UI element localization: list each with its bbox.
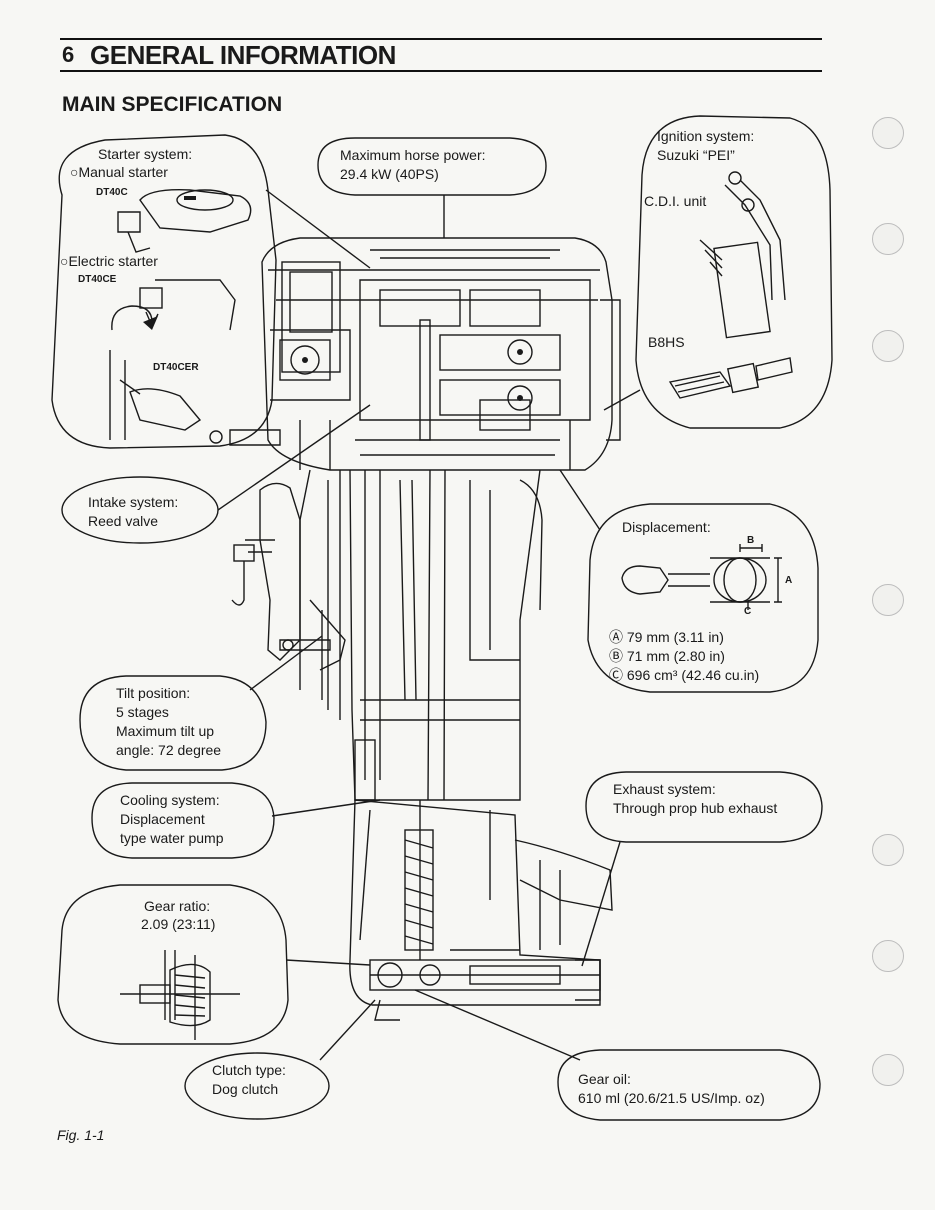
ignition-heading: Ignition system: [657, 128, 755, 144]
leader-line [581, 841, 621, 967]
leader-line [265, 189, 371, 269]
ignition-value: Suzuki “PEI” [657, 147, 735, 163]
callout-bubble-tilt [79, 675, 267, 771]
callout-bubble-starter [51, 134, 277, 449]
cooling-heading: Cooling system: [120, 792, 220, 808]
starter-heading: Starter system: [98, 146, 193, 162]
dimension-b-marker: B [747, 535, 755, 546]
callout-bubble-exhaust [585, 771, 823, 843]
callout-bubble-displacement [587, 503, 819, 693]
callout-bubble-horsepower [317, 137, 547, 196]
clutch-heading: Clutch type: [212, 1062, 286, 1078]
tilt-heading: Tilt position: [116, 685, 191, 701]
dimension-c-marker: C [744, 606, 752, 617]
horsepower-value: 29.4 kW (40PS) [340, 166, 439, 182]
exhaust-heading: Exhaust system: [613, 781, 716, 797]
electric-starter-label: ○Electric starter [60, 253, 158, 269]
rotation-arrow-icon [143, 316, 158, 330]
electric-starter-model: DT40CE [78, 274, 117, 285]
page-subtitle: MAIN SPECIFICATION [62, 93, 283, 116]
gear-oil-value: 610 ml (20.6/21.5 US/Imp. oz) [578, 1090, 765, 1106]
clutch-value: Dog clutch [212, 1081, 279, 1097]
drive-shaft-housing [299, 469, 543, 801]
manual-starter-illustration [117, 189, 252, 253]
binder-hole [872, 834, 904, 866]
gear-ratio-value: 2.09 (23:11) [141, 916, 216, 932]
dimension-a-marker: A [785, 575, 793, 586]
leader-line [603, 389, 641, 411]
manual-starter-label: ○Manual starter [70, 164, 168, 180]
engine-cowling [209, 237, 621, 471]
bore-spec: Ⓐ 79 mm (3.11 in) [609, 629, 724, 645]
binder-hole [872, 223, 904, 255]
cooling-line-2: type water pump [120, 830, 224, 846]
intake-value: Reed valve [88, 513, 159, 529]
leader-line [285, 959, 371, 966]
callout-bubble-clutch [184, 1052, 330, 1120]
leader-line [249, 635, 323, 691]
header-rule-bottom [60, 70, 822, 72]
leader-line [319, 999, 376, 1061]
binder-hole [872, 584, 904, 616]
leader-line [217, 404, 371, 511]
header-rule-top [60, 38, 822, 40]
page-number: 6 [62, 42, 75, 67]
callout-bubble-cooling [91, 782, 275, 859]
callout-bubble-gear-oil [557, 1049, 821, 1121]
gear-oil-heading: Gear oil: [578, 1071, 631, 1087]
tilt-line-1: 5 stages [116, 704, 169, 720]
gear-ratio-illustration [120, 950, 240, 1040]
gear-case [349, 799, 613, 1021]
cooling-line-1: Displacement [120, 811, 205, 827]
cdi-unit-illustration [699, 171, 786, 339]
callout-bubble-gear-ratio [57, 884, 289, 1045]
binder-hole [872, 1054, 904, 1086]
cdi-unit-label: C.D.I. unit [644, 193, 707, 209]
leader-line [271, 799, 381, 817]
intake-heading: Intake system: [88, 494, 179, 510]
horsepower-heading: Maximum horse power: [340, 147, 486, 163]
callout-bubble-ignition [635, 115, 833, 429]
binder-hole [872, 117, 904, 149]
exhaust-value: Through prop hub exhaust [613, 800, 778, 816]
figure-caption: Fig. 1-1 [57, 1127, 105, 1143]
spark-plug-illustration [668, 357, 793, 399]
binder-hole [872, 330, 904, 362]
leader-line [414, 989, 581, 1061]
spark-plug-label: B8HS [648, 334, 685, 350]
tilt-line-3: angle: 72 degree [116, 742, 222, 758]
gear-ratio-heading: Gear ratio: [144, 898, 211, 914]
manual-starter-model: DT40C [96, 187, 128, 198]
section-title: GENERAL INFORMATION [90, 40, 396, 70]
electric-starter-illustration [109, 279, 236, 440]
electric-starter-model-2: DT40CER [153, 362, 199, 373]
leader-line [559, 469, 601, 531]
displacement-spec: Ⓒ 696 cm³ (42.46 cu.in) [609, 667, 760, 683]
clamp-bracket [231, 482, 346, 700]
stroke-spec: Ⓑ 71 mm (2.80 in) [609, 648, 725, 664]
tilt-line-2: Maximum tilt up [116, 723, 215, 739]
binder-hole [872, 940, 904, 972]
displacement-heading: Displacement: [622, 519, 711, 535]
piston-cylinder-illustration [621, 544, 782, 610]
